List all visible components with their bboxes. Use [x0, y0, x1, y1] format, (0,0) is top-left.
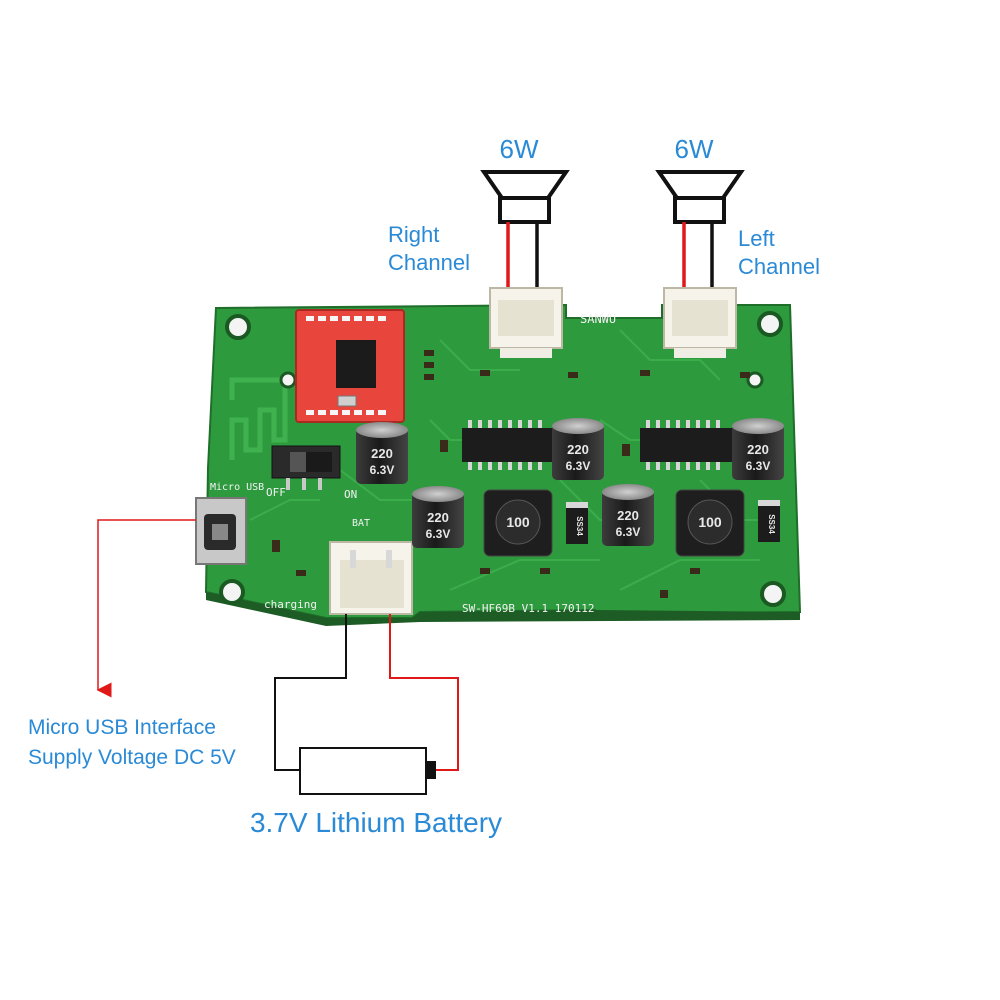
battery-label: 3.7V Lithium Battery — [250, 807, 502, 838]
diode: SS34 — [566, 502, 588, 544]
svg-text:6.3V: 6.3V — [746, 459, 771, 473]
capacitor: 220 6.3V — [602, 484, 654, 546]
usb-interface-label-line2: Supply Voltage DC 5V — [28, 746, 236, 769]
silk-charging-label: charging — [264, 598, 317, 611]
mount-holes — [219, 311, 786, 607]
amplifier-ic-right — [462, 420, 558, 470]
left-channel-connector — [663, 287, 737, 358]
power-switch[interactable] — [271, 445, 341, 490]
right-channel-label-line2: Channel — [388, 250, 470, 275]
speaker-magnet — [498, 196, 551, 224]
board-edge — [206, 592, 800, 626]
battery-black-wire — [274, 614, 347, 771]
svg-text:6.3V: 6.3V — [616, 525, 641, 539]
silk-bat-label: BAT — [352, 518, 370, 529]
bt-antenna-trace — [229, 377, 288, 460]
capacitor: 220 6.3V — [412, 486, 464, 548]
svg-text:6.3V: 6.3V — [566, 459, 591, 473]
silk-usb-label: Micro USB — [210, 482, 264, 493]
diode: SS34 — [758, 500, 780, 542]
capacitor: 220 6.3V — [552, 418, 604, 480]
silk-brand: SANWU — [580, 312, 616, 326]
battery-red-wire — [389, 614, 459, 771]
svg-text:220: 220 — [567, 442, 589, 457]
usb-pointer-wire — [96, 519, 196, 698]
silk-model: SW-HF69B V1.1 170112 — [462, 602, 594, 615]
svg-text:220: 220 — [371, 446, 393, 461]
inductor: 100 — [675, 489, 745, 557]
svg-text:220: 220 — [747, 442, 769, 457]
bluetooth-module — [295, 309, 405, 423]
battery-terminal — [426, 761, 436, 779]
speaker-icon — [480, 170, 570, 200]
svg-text:220: 220 — [617, 508, 639, 523]
battery-icon — [299, 747, 436, 795]
usb-interface-label-line1: Micro USB Interface — [28, 716, 216, 739]
right-channel-connector — [489, 287, 563, 358]
svg-text:6.3V: 6.3V — [426, 527, 451, 541]
left-speaker-power-label: 6W — [675, 134, 714, 164]
svg-text:220: 220 — [427, 510, 449, 525]
svg-text:100: 100 — [698, 514, 722, 530]
pcb-board: OFF ON Micro USB BAT charging S — [195, 287, 802, 626]
left-channel-label-line2: Channel — [738, 254, 820, 279]
right-speaker-power-label: 6W — [500, 134, 539, 164]
smd-components — [272, 350, 750, 598]
amplifier-ic-left — [640, 420, 736, 470]
capacitor: 220 6.3V — [356, 422, 408, 484]
battery-wiring — [274, 614, 459, 771]
battery-connector — [329, 541, 413, 615]
right-speaker — [480, 170, 570, 302]
svg-text:100: 100 — [506, 514, 530, 530]
micro-usb-port[interactable] — [195, 497, 247, 565]
left-speaker — [655, 170, 745, 302]
speaker-icon — [655, 170, 745, 200]
bt-chip — [336, 340, 376, 388]
silk-off-label: OFF — [266, 486, 286, 499]
capacitor: 220 6.3V — [732, 418, 784, 480]
bt-crystal — [337, 395, 357, 407]
inductor: 100 — [483, 489, 553, 557]
right-channel-label-line1: Right — [388, 222, 439, 247]
svg-text:6.3V: 6.3V — [370, 463, 395, 477]
silk-on-label: ON — [344, 488, 357, 501]
left-channel-label-line1: Left — [738, 226, 775, 251]
svg-text:SS34: SS34 — [767, 514, 776, 534]
svg-text:SS34: SS34 — [575, 516, 584, 536]
speaker-magnet — [673, 196, 726, 224]
